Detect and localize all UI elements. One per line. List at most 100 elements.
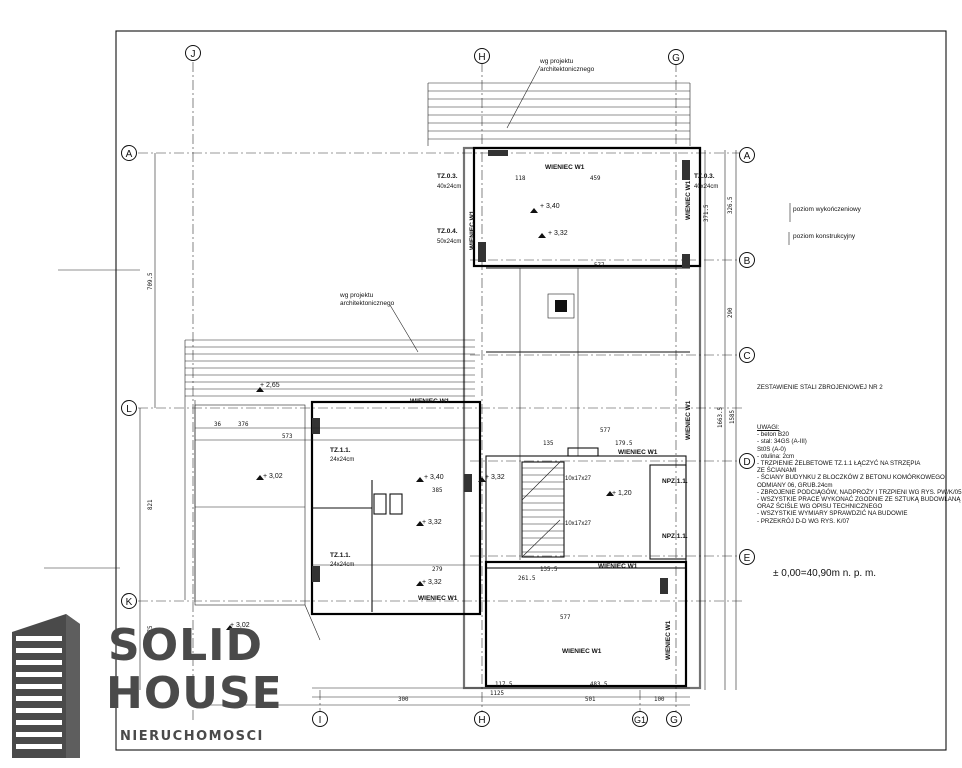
grid-axis-markers: J H G I H G1 G A L K A B C D E [121, 45, 755, 727]
label-architektonicznego-mid: architektonicznego [340, 300, 395, 307]
svg-text:135.5: 135.5 [540, 567, 558, 573]
svg-text:261.5: 261.5 [518, 576, 536, 582]
svg-text:459: 459 [590, 176, 601, 182]
note-line: - stal: 34GS (A-III) [757, 438, 807, 446]
wieniec-lower-left: WIENIEC W1 [418, 595, 458, 602]
wieniec-lower: WIENIEC W1 [598, 563, 638, 570]
stairs-lower: 10x17x27 [565, 521, 592, 527]
svg-text:821: 821 [148, 499, 154, 510]
note-line: - PRZEKRÓJ D-D WG RYS. K/07 [757, 517, 850, 525]
tag-npz11-a: NPZ.1.1. [662, 478, 688, 485]
label-wg-projektu-mid: wg projektu [339, 292, 374, 299]
level-340-top: + 3,40 [540, 203, 560, 210]
axis-marker-E: E [739, 549, 755, 565]
axis-marker-G-top: G [668, 49, 684, 65]
notes-heading: UWAGI: [757, 424, 780, 431]
svg-text:175: 175 [148, 625, 154, 636]
axis-marker-J: J [185, 45, 201, 61]
level-302-b: + 3,02 [230, 622, 250, 629]
tag-tz04-size: 50x24cm [437, 239, 461, 245]
level-120: + 1,20 [612, 490, 632, 497]
terrace-outline [194, 404, 306, 606]
note-line: ORAZ ŚCIŚLE WG OPISU TECHNICZNEGO [757, 503, 883, 511]
svg-text:J: J [191, 49, 196, 60]
svg-text:1125: 1125 [490, 691, 504, 697]
svg-text:I: I [319, 715, 322, 726]
level-340-mid: + 3,40 [424, 474, 444, 481]
vent-row [567, 447, 599, 457]
wieniec-mid-left: WIENIEC W1 [410, 398, 450, 405]
note-line: - TRZPIENIE ŻELBETOWE TZ.1.1 ŁĄCZYĆ NA S… [757, 460, 921, 468]
tag-tz03-right: TZ.0.3. [694, 173, 715, 180]
ring-beam-labels: WIENIEC W1 WIENIEC W1 WIENIEC W1 WIENIEC… [410, 164, 692, 660]
tag-tz11-b: TZ.1.1. [330, 552, 351, 559]
axis-marker-G-bottom: G [666, 711, 682, 727]
svg-text:290: 290 [728, 307, 734, 318]
svg-text:279: 279 [432, 567, 443, 573]
level-302-a: + 3,02 [263, 473, 283, 480]
svg-text:709.5: 709.5 [148, 272, 154, 290]
note-line: - WSZYSTKIE WYMIARY SPRAWDZIĆ NA BUDOWIE [757, 510, 908, 518]
vent-opening-b [389, 493, 403, 515]
axis-marker-A-right: A [739, 147, 755, 163]
svg-text:36: 36 [214, 422, 221, 428]
tag-tz03-right-size: 40x24cm [694, 184, 718, 190]
wall-outline [310, 146, 702, 690]
svg-text:577: 577 [600, 428, 611, 434]
note-line: - WSZYSTKIE PRACE WYKONAĆ ZGODNIE ZE SZT… [757, 496, 961, 504]
leader-line-top [506, 65, 541, 129]
wieniec-bottom: WIENIEC W1 [562, 648, 602, 655]
svg-text:100: 100 [654, 697, 665, 703]
wieniec-vertical-4: WIENIEC W1 [665, 620, 672, 660]
svg-text:A: A [126, 149, 133, 160]
note-line: St0S (A-0) [757, 445, 786, 453]
tag-tz03-top: TZ.0.3. [437, 173, 458, 180]
wieniec-vertical-1: WIENIEC W1 [469, 210, 476, 250]
solid-house-logo: SOLID HOUSE NIERUCHOMOSCI [8, 610, 288, 760]
svg-text:179.5: 179.5 [615, 441, 633, 447]
notes-block: UWAGI: - beton B20 - stal: 34GS (A-III) … [757, 424, 962, 525]
logo-subtitle: NIERUCHOMOSCI [120, 729, 264, 744]
tag-npz11-b: NPZ.1.1. [662, 533, 688, 540]
dimension-chains [139, 150, 737, 706]
svg-text:117.5: 117.5 [495, 682, 513, 688]
dimension-texts: 459 118 371.5 326.5 290 709.5 821 175 37… [148, 176, 736, 703]
label-poziom-wykonczeniowy: poziom wykończeniowy [793, 206, 862, 213]
label-architektonicznego-top: architektonicznego [540, 66, 595, 73]
wieniec-vertical-3: WIENIEC W1 [685, 400, 692, 440]
stairs-upper: 10x17x27 [565, 476, 592, 482]
svg-text:326.5: 326.5 [728, 196, 734, 214]
svg-text:1663.5: 1663.5 [718, 407, 724, 428]
terrace-edge [304, 604, 321, 641]
level-265: + 2,65 [260, 382, 280, 389]
note-line: - ZBROJENIE PODCIĄGÓW, NADPROŻY I TRZPIE… [757, 488, 962, 496]
level-marks: + 3,40 + 3,32 + 2,65 + 3,02 + 3,40 + 3,3… [226, 203, 632, 630]
logo-word-house: HOUSE [106, 668, 283, 719]
axis-marker-G1: G1 [632, 711, 648, 727]
axis-marker-H-bottom: H [474, 711, 490, 727]
svg-text:H: H [478, 52, 485, 63]
axis-marker-L: L [121, 400, 137, 416]
svg-text:118: 118 [515, 176, 526, 182]
shaft-outline [547, 293, 575, 319]
axis-marker-D: D [739, 453, 755, 469]
tag-tz11-b-size: 24x24cm [330, 562, 354, 568]
drawing-frame [115, 30, 947, 751]
svg-text:E: E [744, 553, 751, 564]
level-332-low2: + 3,32 [422, 579, 442, 586]
svg-text:577: 577 [560, 615, 571, 621]
svg-text:G: G [670, 715, 678, 726]
svg-text:G: G [672, 53, 680, 64]
svg-text:371.5: 371.5 [704, 204, 710, 222]
label-wg-projektu-top: wg projektu [539, 58, 574, 65]
svg-text:D: D [743, 457, 750, 468]
svg-text:A: A [744, 151, 751, 162]
note-line: ZE ŚCIANAMI [757, 467, 797, 475]
chimney-shaft [555, 300, 567, 312]
leader-line-mid [389, 304, 419, 353]
svg-text:1585: 1585 [730, 410, 736, 424]
svg-text:H: H [478, 715, 485, 726]
tag-tz03-top-size: 40x24cm [437, 184, 461, 190]
svg-text:573: 573 [282, 434, 293, 440]
axis-marker-B: B [739, 252, 755, 268]
